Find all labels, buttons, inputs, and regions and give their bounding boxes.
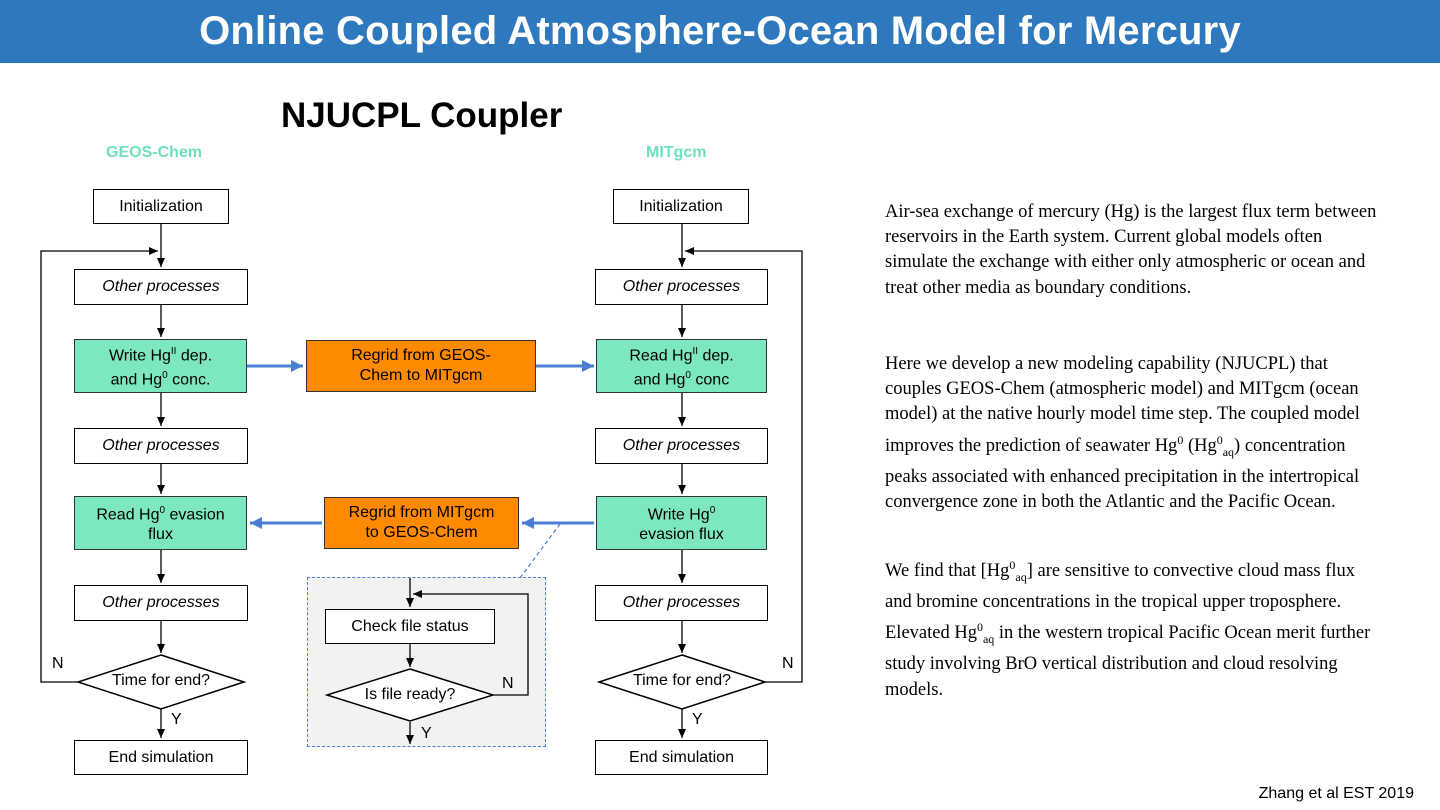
mitgcm-read-line2: and Hg0 conc (633, 370, 730, 389)
geos-chem-write-line2: and Hg0 conc. (110, 370, 211, 389)
mitgcm-label: MITgcm (646, 144, 707, 161)
file-ready-no-label: N (502, 675, 514, 692)
geos-chem-no-label: N (52, 655, 64, 672)
geos-chem-yes-label: Y (171, 711, 182, 728)
mitgcm-end-box: End simulation (595, 740, 768, 775)
regrid-to-mitgcm-line1: Regrid from GEOS- (351, 347, 491, 364)
regrid-to-geoschem-line2: to GEOS-Chem (365, 524, 478, 541)
file-ready-decision (324, 668, 496, 722)
mitgcm-write-box: Write Hg0 evasion flux (596, 496, 767, 550)
geos-chem-end-box: End simulation (74, 740, 248, 775)
regrid-to-mitgcm-line2: Chem to MITgcm (359, 367, 483, 384)
file-ready-decision-label: Is file ready? (364, 686, 456, 703)
mitgcm-end-decision (596, 654, 768, 710)
paragraph-findings: We find that [Hg0aq] are sensitive to co… (885, 558, 1371, 700)
title-banner: Online Coupled Atmosphere-Ocean Model fo… (0, 0, 1440, 63)
mitgcm-write-line2: evasion flux (639, 526, 724, 544)
mitgcm-decision-label: Time for end? (632, 672, 732, 689)
mitgcm-yes-label: Y (692, 711, 703, 728)
mitgcm-other-processes-1: Other processes (595, 269, 768, 305)
mitgcm-read-line1: Read HgII dep. (629, 345, 734, 364)
geos-chem-write-line1: Write HgII dep. (108, 345, 213, 364)
mitgcm-other-processes-3: Other processes (595, 585, 768, 621)
geos-chem-other-processes-2: Other processes (74, 428, 248, 464)
geos-chem-end-decision (75, 654, 247, 710)
geos-chem-label: GEOS-Chem (106, 144, 203, 161)
zoom-connector (519, 523, 561, 579)
coupling-arrows (247, 360, 594, 529)
citation: Zhang et al EST 2019 (1258, 785, 1414, 802)
mitgcm-init-box: Initialization (613, 189, 749, 224)
file-check-panel (307, 577, 546, 747)
file-ready-yes-label: Y (421, 725, 432, 742)
paragraph-method: Here we develop a new modeling capabilit… (885, 354, 1360, 512)
file-check-flow-lines (406, 578, 529, 744)
geos-chem-read-line1: Read Hg0 evasion (96, 504, 225, 524)
mitgcm-no-label: N (782, 655, 794, 672)
geos-chem-init-box: Initialization (93, 189, 229, 224)
geos-chem-other-processes-3: Other processes (74, 585, 248, 621)
check-file-status-box: Check file status (325, 609, 495, 644)
geos-chem-other-processes-1: Other processes (74, 269, 248, 305)
mitgcm-other-processes-2: Other processes (595, 428, 768, 464)
mitgcm-flow-lines (678, 223, 803, 738)
geos-chem-flow-lines (40, 223, 165, 738)
paragraph-intro: Air-sea exchange of mercury (Hg) is the … (885, 202, 1377, 298)
regrid-to-geoschem-box: Regrid from MITgcm to GEOS-Chem (324, 497, 519, 549)
page-title: Online Coupled Atmosphere-Ocean Model fo… (199, 9, 1241, 53)
mitgcm-write-line1: Write Hg0 (647, 504, 716, 524)
diagram-title: NJUCPL Coupler (281, 96, 563, 135)
geos-chem-read-box: Read Hg0 evasion flux (74, 496, 247, 550)
geos-chem-decision-label: Time for end? (111, 672, 211, 689)
regrid-to-mitgcm-box: Regrid from GEOS- Chem to MITgcm (306, 340, 536, 392)
mitgcm-read-box: Read HgII dep. and Hg0 conc (596, 339, 767, 393)
regrid-to-geoschem-line1: Regrid from MITgcm (348, 504, 495, 521)
geos-chem-read-line2: flux (148, 526, 173, 544)
geos-chem-write-box: Write HgII dep. and Hg0 conc. (74, 339, 247, 393)
